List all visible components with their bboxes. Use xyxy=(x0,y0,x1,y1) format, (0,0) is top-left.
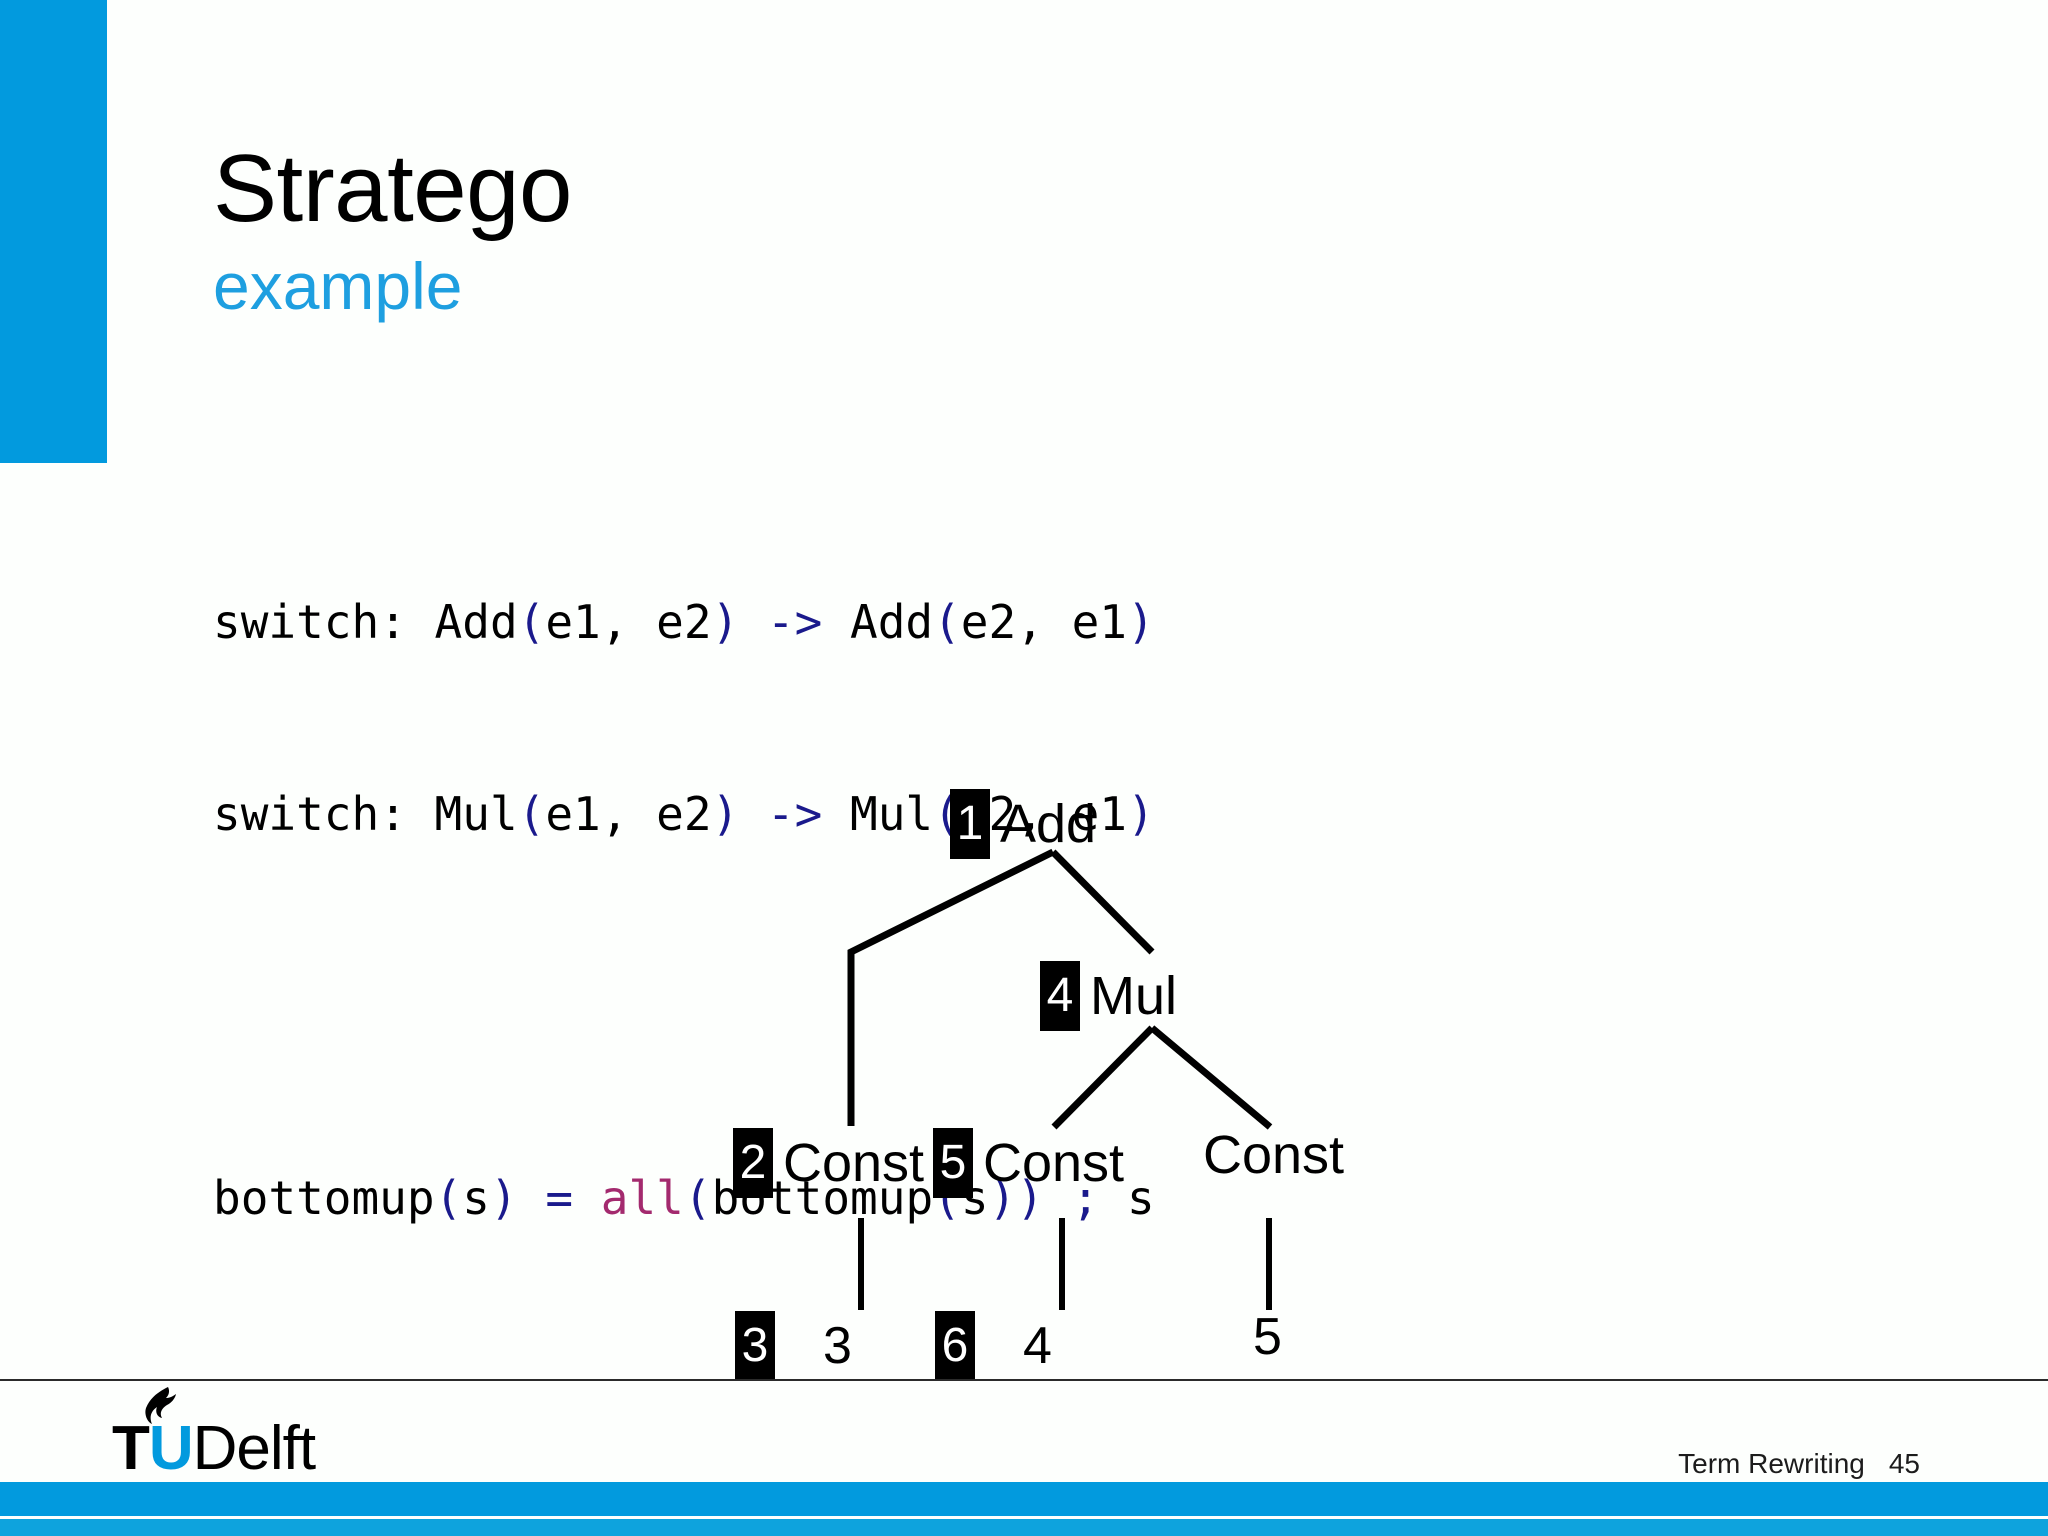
footer-page-number: 45 xyxy=(1888,1448,1920,1479)
code-line-blank-1 xyxy=(213,974,1155,1038)
footer-bar-secondary xyxy=(0,1519,2048,1536)
footer-bar-primary xyxy=(0,1482,2048,1516)
tree-node-const-c: Const xyxy=(1203,1128,1344,1182)
tree-node-label: Const xyxy=(1203,1125,1345,1185)
edge-mul-to-const-c xyxy=(1149,1025,1273,1130)
page-title: Stratego xyxy=(213,135,572,242)
tree-leaf-label: 5 xyxy=(1253,1308,1282,1366)
code-line-def-bottomup: bottomup(s) = all(bottomup(s)) ; s xyxy=(213,1171,1155,1225)
code-line-rule-switch-add: switch: Add(e1, e2) -> Add(e2, e1) xyxy=(213,595,1155,649)
logo-letter-t: T xyxy=(112,1414,150,1483)
tree-leaf-5: 5 xyxy=(1253,1311,1282,1363)
footer-divider xyxy=(0,1379,2048,1381)
page-subtitle: example xyxy=(213,248,463,323)
footer-meta: Term Rewriting 45 xyxy=(1678,1448,1920,1480)
flame-icon xyxy=(145,1387,176,1424)
logo-letter-u: U xyxy=(148,1414,194,1483)
code-line-rule-switch-mul: switch: Mul(e1, e2) -> Mul(e2, e1) xyxy=(213,787,1155,841)
tu-delft-logo: TUDelft xyxy=(112,1387,372,1500)
code-block: switch: Add(e1, e2) -> Add(e2, e1) switc… xyxy=(213,462,1155,1536)
left-accent-bar xyxy=(0,0,107,463)
footer-course-name: Term Rewriting xyxy=(1678,1448,1865,1479)
tu-delft-wordmark: TUDelft xyxy=(112,1418,316,1480)
title-block: Stratego example xyxy=(213,140,1413,321)
logo-word-delft: Delft xyxy=(192,1414,316,1483)
